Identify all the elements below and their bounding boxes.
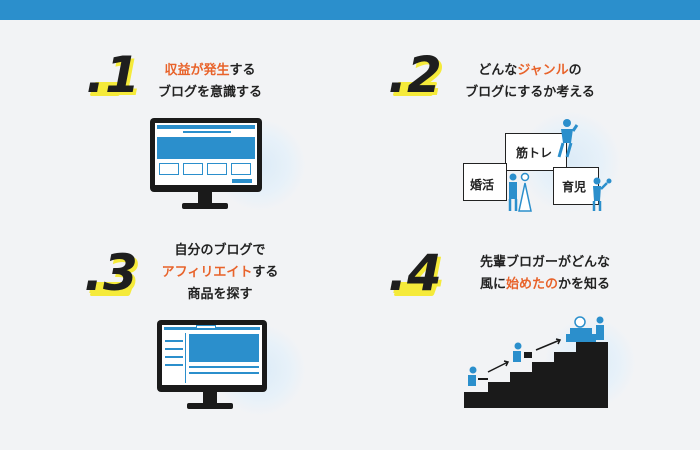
step-caption: どんなジャンルの ブログにするか考える bbox=[455, 60, 605, 104]
genre-label: 育児 bbox=[562, 180, 587, 194]
genre-card-parenting: 育児 bbox=[553, 167, 599, 205]
caption-line: ブログにするか考える bbox=[465, 85, 595, 100]
step-caption: 自分のブログで アフィリエイトする 商品を探す bbox=[145, 240, 295, 306]
caption-line: どんなジャンルの bbox=[478, 63, 582, 78]
step-number: .1 bbox=[86, 46, 140, 104]
genre-card-fitness: 筋トレ bbox=[505, 133, 567, 171]
step-number: .2 bbox=[388, 46, 442, 104]
staircase-illustration bbox=[464, 316, 608, 408]
genre-label: 婚活 bbox=[470, 178, 495, 192]
caption-line: 収益が発生する bbox=[164, 63, 256, 78]
genre-label: 筋トレ bbox=[516, 146, 553, 160]
caption-line: ブログを意識する bbox=[157, 85, 262, 100]
caption-line: 先輩ブロガーがどんな bbox=[479, 255, 610, 270]
step-caption: 収益が発生する ブログを意識する bbox=[150, 60, 270, 104]
people-icon bbox=[508, 119, 612, 212]
step-number: .3 bbox=[84, 244, 138, 302]
caption-line: 自分のブログで bbox=[174, 243, 266, 258]
step-caption: 先輩ブロガーがどんな 風に始めたのかを知る bbox=[460, 252, 630, 296]
caption-line: アフィリエイトする bbox=[161, 265, 279, 280]
caption-line: 風に始めたのかを知る bbox=[479, 277, 611, 292]
caption-line: 商品を探す bbox=[187, 287, 253, 302]
top-banner bbox=[0, 0, 700, 20]
step-number: .4 bbox=[388, 244, 442, 302]
genre-card-marriage: 婚活 bbox=[463, 163, 507, 201]
